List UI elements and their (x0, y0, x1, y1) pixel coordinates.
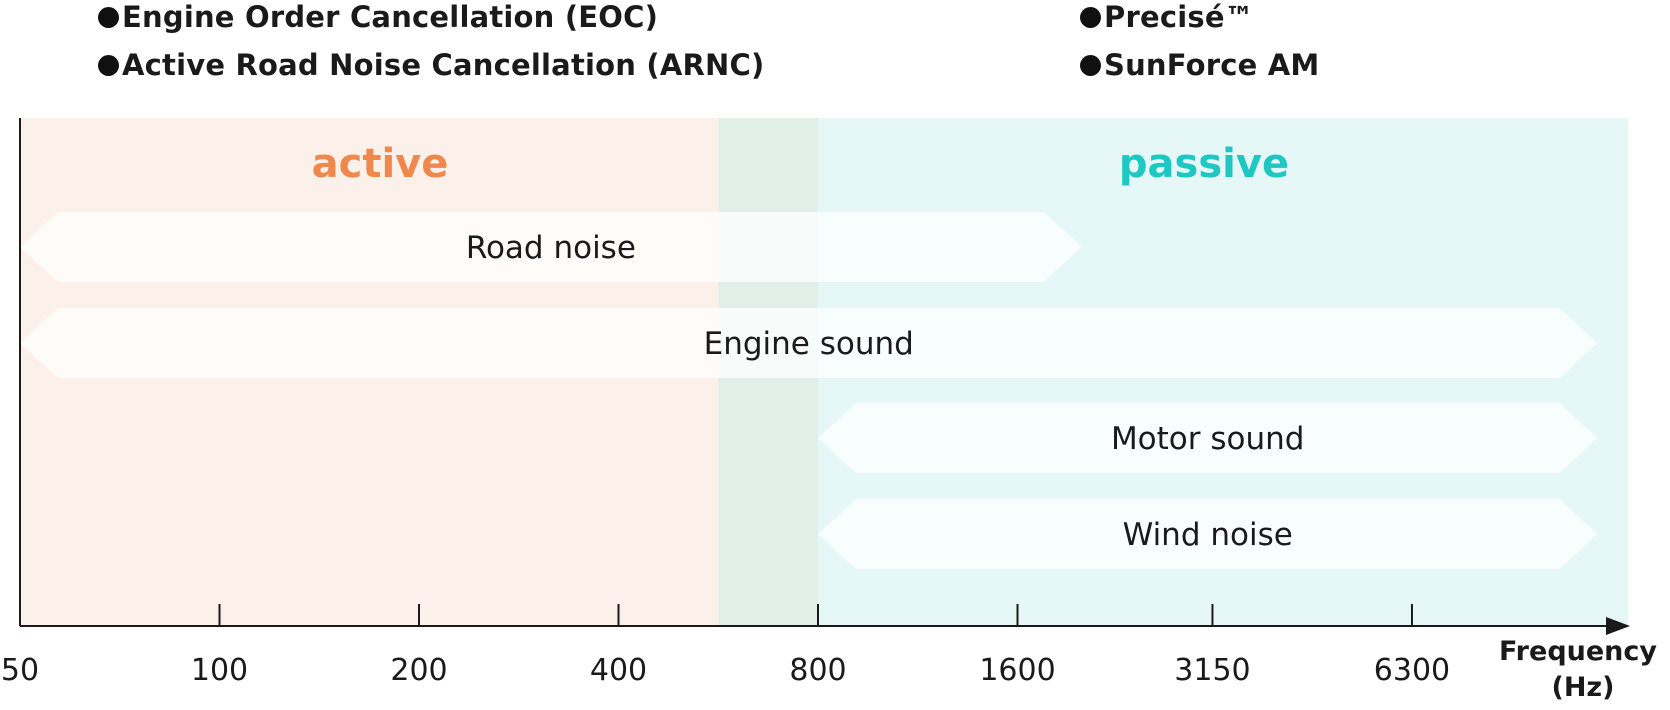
technology-label: Precisé™ (1104, 0, 1254, 34)
technology-label: Engine Order Cancellation (EOC) (122, 0, 659, 34)
bullet-dot-icon (1080, 55, 1101, 76)
technology-label: SunForce AM (1104, 48, 1320, 82)
bullet-dot-icon (1080, 7, 1101, 28)
band-arrow-shape (20, 308, 1598, 378)
active-zone-label: active (312, 141, 449, 187)
band-label: Motor sound (1111, 421, 1305, 457)
technology-item-precise: Precisé™ (1080, 0, 1254, 34)
technology-label: Active Road Noise Cancellation (ARNC) (122, 48, 765, 82)
noise-band-engine-sound: Engine sound (20, 308, 1598, 378)
x-axis-tick-label: 1600 (979, 653, 1055, 688)
technology-item-eoc: Engine Order Cancellation (EOC) (98, 0, 658, 34)
technology-item-arnc: Active Road Noise Cancellation (ARNC) (98, 48, 764, 82)
x-axis-tick-label: 200 (390, 653, 447, 688)
x-axis-tick-label: 50 (1, 653, 39, 688)
bullet-dot-icon (98, 55, 119, 76)
x-axis-tick-label: 800 (789, 653, 846, 688)
x-axis-tick-label: 3150 (1174, 653, 1250, 688)
band-arrow-shape (818, 403, 1598, 473)
x-axis-arrowhead-icon (1606, 617, 1630, 635)
noise-band-wind-noise: Wind noise (818, 499, 1598, 569)
x-axis-tick-label: 6300 (1374, 653, 1450, 688)
band-label: Road noise (466, 230, 636, 266)
x-axis-tick-label: 400 (590, 653, 647, 688)
band-arrow-shape (818, 499, 1598, 569)
band-arrow-shape (20, 212, 1082, 282)
noise-band-road-noise: Road noise (20, 212, 1082, 282)
noise-band-motor-sound: Motor sound (818, 403, 1598, 473)
x-axis-title-line1: Frequency (1499, 636, 1657, 667)
passive-zone-label: passive (1119, 141, 1289, 187)
band-label: Engine sound (704, 326, 914, 362)
x-axis-tick-label: 100 (191, 653, 248, 688)
band-label: Wind noise (1123, 517, 1293, 553)
bullet-dot-icon (98, 7, 119, 28)
x-axis-ticks: 50 100 200 400 800 1600 3150 6300 (1, 604, 1450, 688)
x-axis-title-line2: (Hz) (1552, 672, 1615, 703)
technology-item-sunforce: SunForce AM (1080, 48, 1320, 82)
